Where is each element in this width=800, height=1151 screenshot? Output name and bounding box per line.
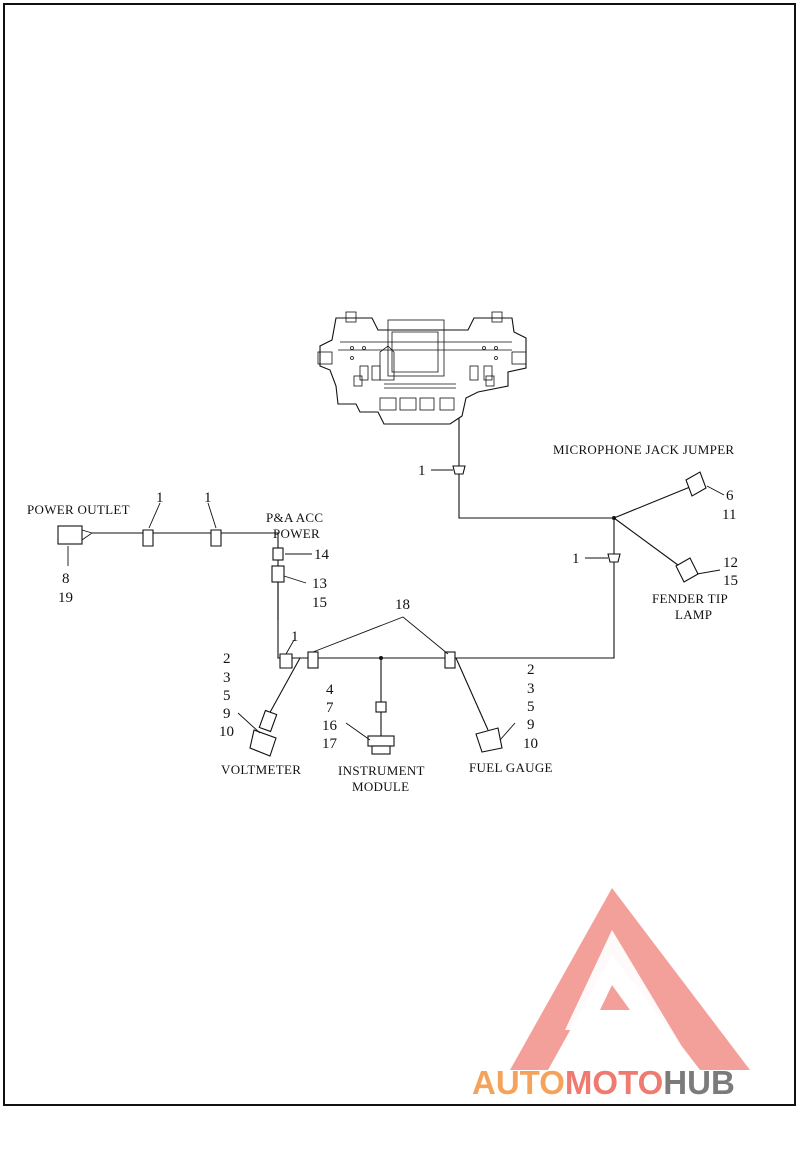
callout-power-outlet-8: 8	[62, 571, 70, 587]
fender-tip-lamp-label-line2: LAMP	[675, 607, 712, 622]
callout-voltmeter-3: 3	[223, 670, 231, 686]
pa-acc-power-label-line1: P&A ACC	[266, 510, 323, 525]
junction-connectors	[307, 516, 616, 669]
fuel-gauge-connector	[475, 727, 503, 753]
fender-tip-lamp-connector	[675, 557, 699, 583]
callout-clip-top: 1	[418, 463, 426, 479]
callout-voltmeter-5: 5	[223, 688, 231, 704]
fender-tip-lamp-label-line1: FENDER TIP	[652, 591, 728, 606]
callout-fuel-10: 10	[523, 736, 538, 752]
watermark-auto: AUTO	[472, 1064, 565, 1101]
instrument-module-label-line1: INSTRUMENT	[338, 763, 425, 778]
clip-right	[607, 553, 621, 563]
pa-acc-power-label-line2: POWER	[273, 526, 320, 541]
page-frame	[3, 3, 796, 1106]
callout-pa-13: 13	[312, 576, 327, 592]
callout-fender-15: 15	[723, 573, 738, 589]
callout-clip-right: 1	[572, 551, 580, 567]
power-outlet-label: POWER OUTLET	[27, 502, 130, 517]
watermark-hub: HUB	[663, 1064, 735, 1101]
callout-fuel-3: 3	[527, 681, 535, 697]
callout-fuel-2: 2	[527, 662, 535, 678]
callout-mic-11: 11	[722, 507, 736, 523]
callout-clip-center: 1	[291, 629, 299, 645]
watermark-triangle-inner	[600, 985, 630, 1010]
callout-clip-left-a: 1	[156, 490, 164, 506]
callout-instrument-16: 16	[322, 718, 338, 734]
leader-lines	[67, 469, 725, 741]
power-outlet-connector	[57, 525, 93, 545]
callout-fuel-5: 5	[527, 699, 535, 715]
voltmeter-label: VOLTMETER	[221, 762, 301, 777]
callout-voltmeter-9: 9	[223, 706, 231, 722]
clip-center	[279, 653, 293, 669]
callout-instrument-4: 4	[326, 682, 334, 698]
instrument-module-label-line2: MODULE	[352, 779, 409, 794]
callout-voltmeter-2: 2	[223, 651, 231, 667]
clip-top	[452, 465, 466, 475]
clip-left-a	[142, 529, 154, 547]
callout-power-outlet-19: 19	[58, 590, 73, 606]
fuel-callouts: 2 3 5 9 10	[523, 662, 538, 752]
watermark-logo: AUTOMOTOHUB	[472, 888, 750, 1101]
voltmeter-callouts: 2 3 5 9 10	[219, 651, 234, 740]
clip-left-b	[210, 529, 222, 547]
callout-voltmeter-10: 10	[219, 724, 234, 740]
watermark-triangle-cut	[565, 930, 690, 1060]
instrument-module-connector	[367, 701, 395, 755]
instrument-bracket	[317, 311, 527, 425]
harness-wires	[92, 418, 691, 736]
callout-pa-14: 14	[314, 547, 330, 563]
callout-instrument-7: 7	[326, 700, 334, 716]
pa-acc-power-connector	[271, 547, 285, 583]
callout-fender-12: 12	[723, 555, 738, 571]
callout-18: 18	[395, 597, 410, 613]
microphone-jack-jumper-label: MICROPHONE JACK JUMPER	[553, 442, 734, 457]
fuel-gauge-label: FUEL GAUGE	[469, 760, 553, 775]
microphone-jack-connector	[685, 471, 707, 497]
instrument-callouts: 4 7 16 17	[322, 682, 338, 752]
callout-instrument-17: 17	[322, 736, 338, 752]
callout-fuel-9: 9	[527, 717, 535, 733]
watermark-moto: MOTO	[565, 1064, 663, 1101]
callout-pa-15: 15	[312, 595, 327, 611]
callout-clip-left-b: 1	[204, 490, 212, 506]
voltmeter-connector	[249, 709, 278, 757]
watermark-text: AUTOMOTOHUB	[472, 1064, 735, 1101]
callout-mic-6: 6	[726, 488, 734, 504]
